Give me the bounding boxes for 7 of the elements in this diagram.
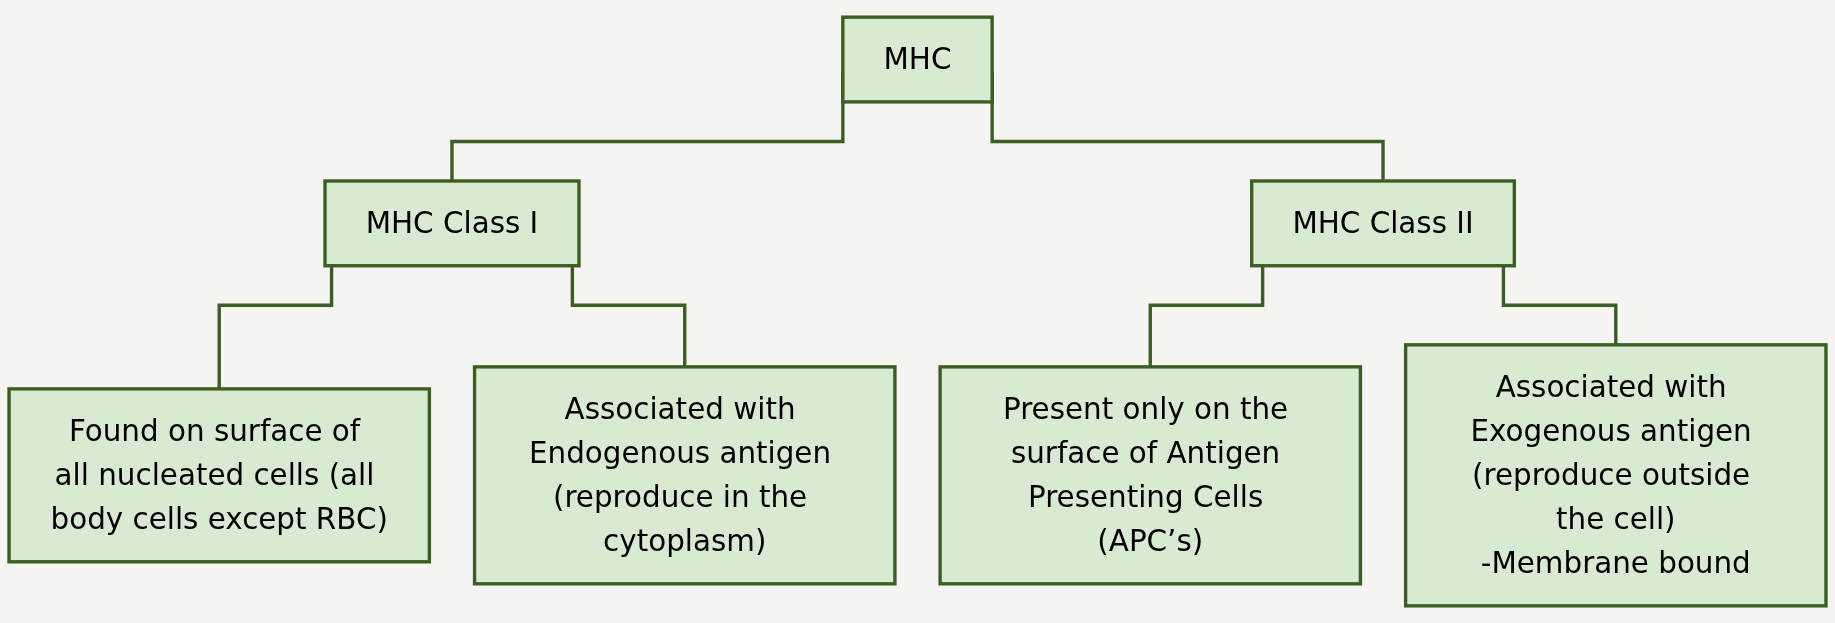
node-box: Associated with Exogenous antigen (reproduce outside the cell) -Membrane bound bbox=[1403, 343, 1828, 608]
node-box: MHC Class II bbox=[1250, 179, 1517, 268]
node-box: Present only on the surface of Antigen Presenting Cells (APC’s) bbox=[938, 365, 1363, 586]
node-box: Associated with Endogenous antigen (reproduce in the cytoplasm) bbox=[472, 365, 897, 586]
node-box: MHC Class I bbox=[323, 179, 581, 268]
node-box: MHC bbox=[841, 15, 994, 104]
node-box: Found on surface of all nucleated cells (all body cells except RBC) bbox=[7, 387, 432, 564]
